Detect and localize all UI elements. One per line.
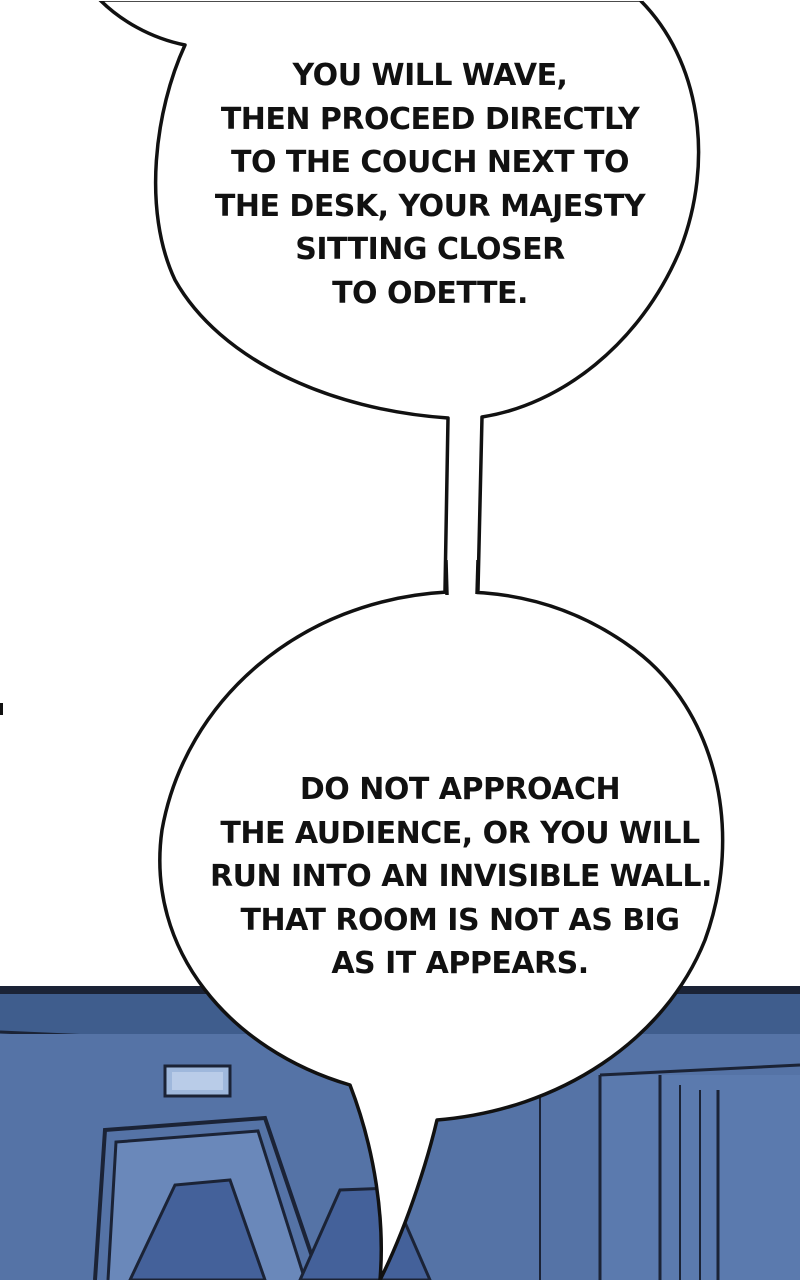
bubble-line: YOU WILL WAVE, [292,58,568,93]
bubble-line: SITTING CLOSER [295,232,565,267]
bubble-line: TO ODETTE. [332,275,528,311]
speech-bubble-bottom-text: DO NOT APPROACH THE AUDIENCE, OR YOU WIL… [210,768,712,986]
bubble-line: TO THE COUCH NEXT TO [231,145,629,180]
bubble-line: RUN INTO AN INVISIBLE WALL. [210,859,712,894]
edge-mark [0,703,3,715]
bubble-line: THE AUDIENCE, OR YOU WILL [220,815,700,851]
speech-bubble-top-text: YOU WILL WAVE, THEN PROCEED DIRECTLY TO … [190,54,670,315]
speech-bubble-top-shape [98,0,701,592]
bubble-line: THAT ROOM IS NOT AS BIG [240,902,680,938]
bubble-line: AS IT APPEARS. [331,946,589,981]
bubble-line: THE DESK, YOUR MAJESTY [214,188,646,224]
speech-bubble-bottom-shape [158,559,725,1280]
bubble-line: DO NOT APPROACH [299,772,621,807]
bubble-line: THEN PROCEED DIRECTLY [220,101,640,137]
